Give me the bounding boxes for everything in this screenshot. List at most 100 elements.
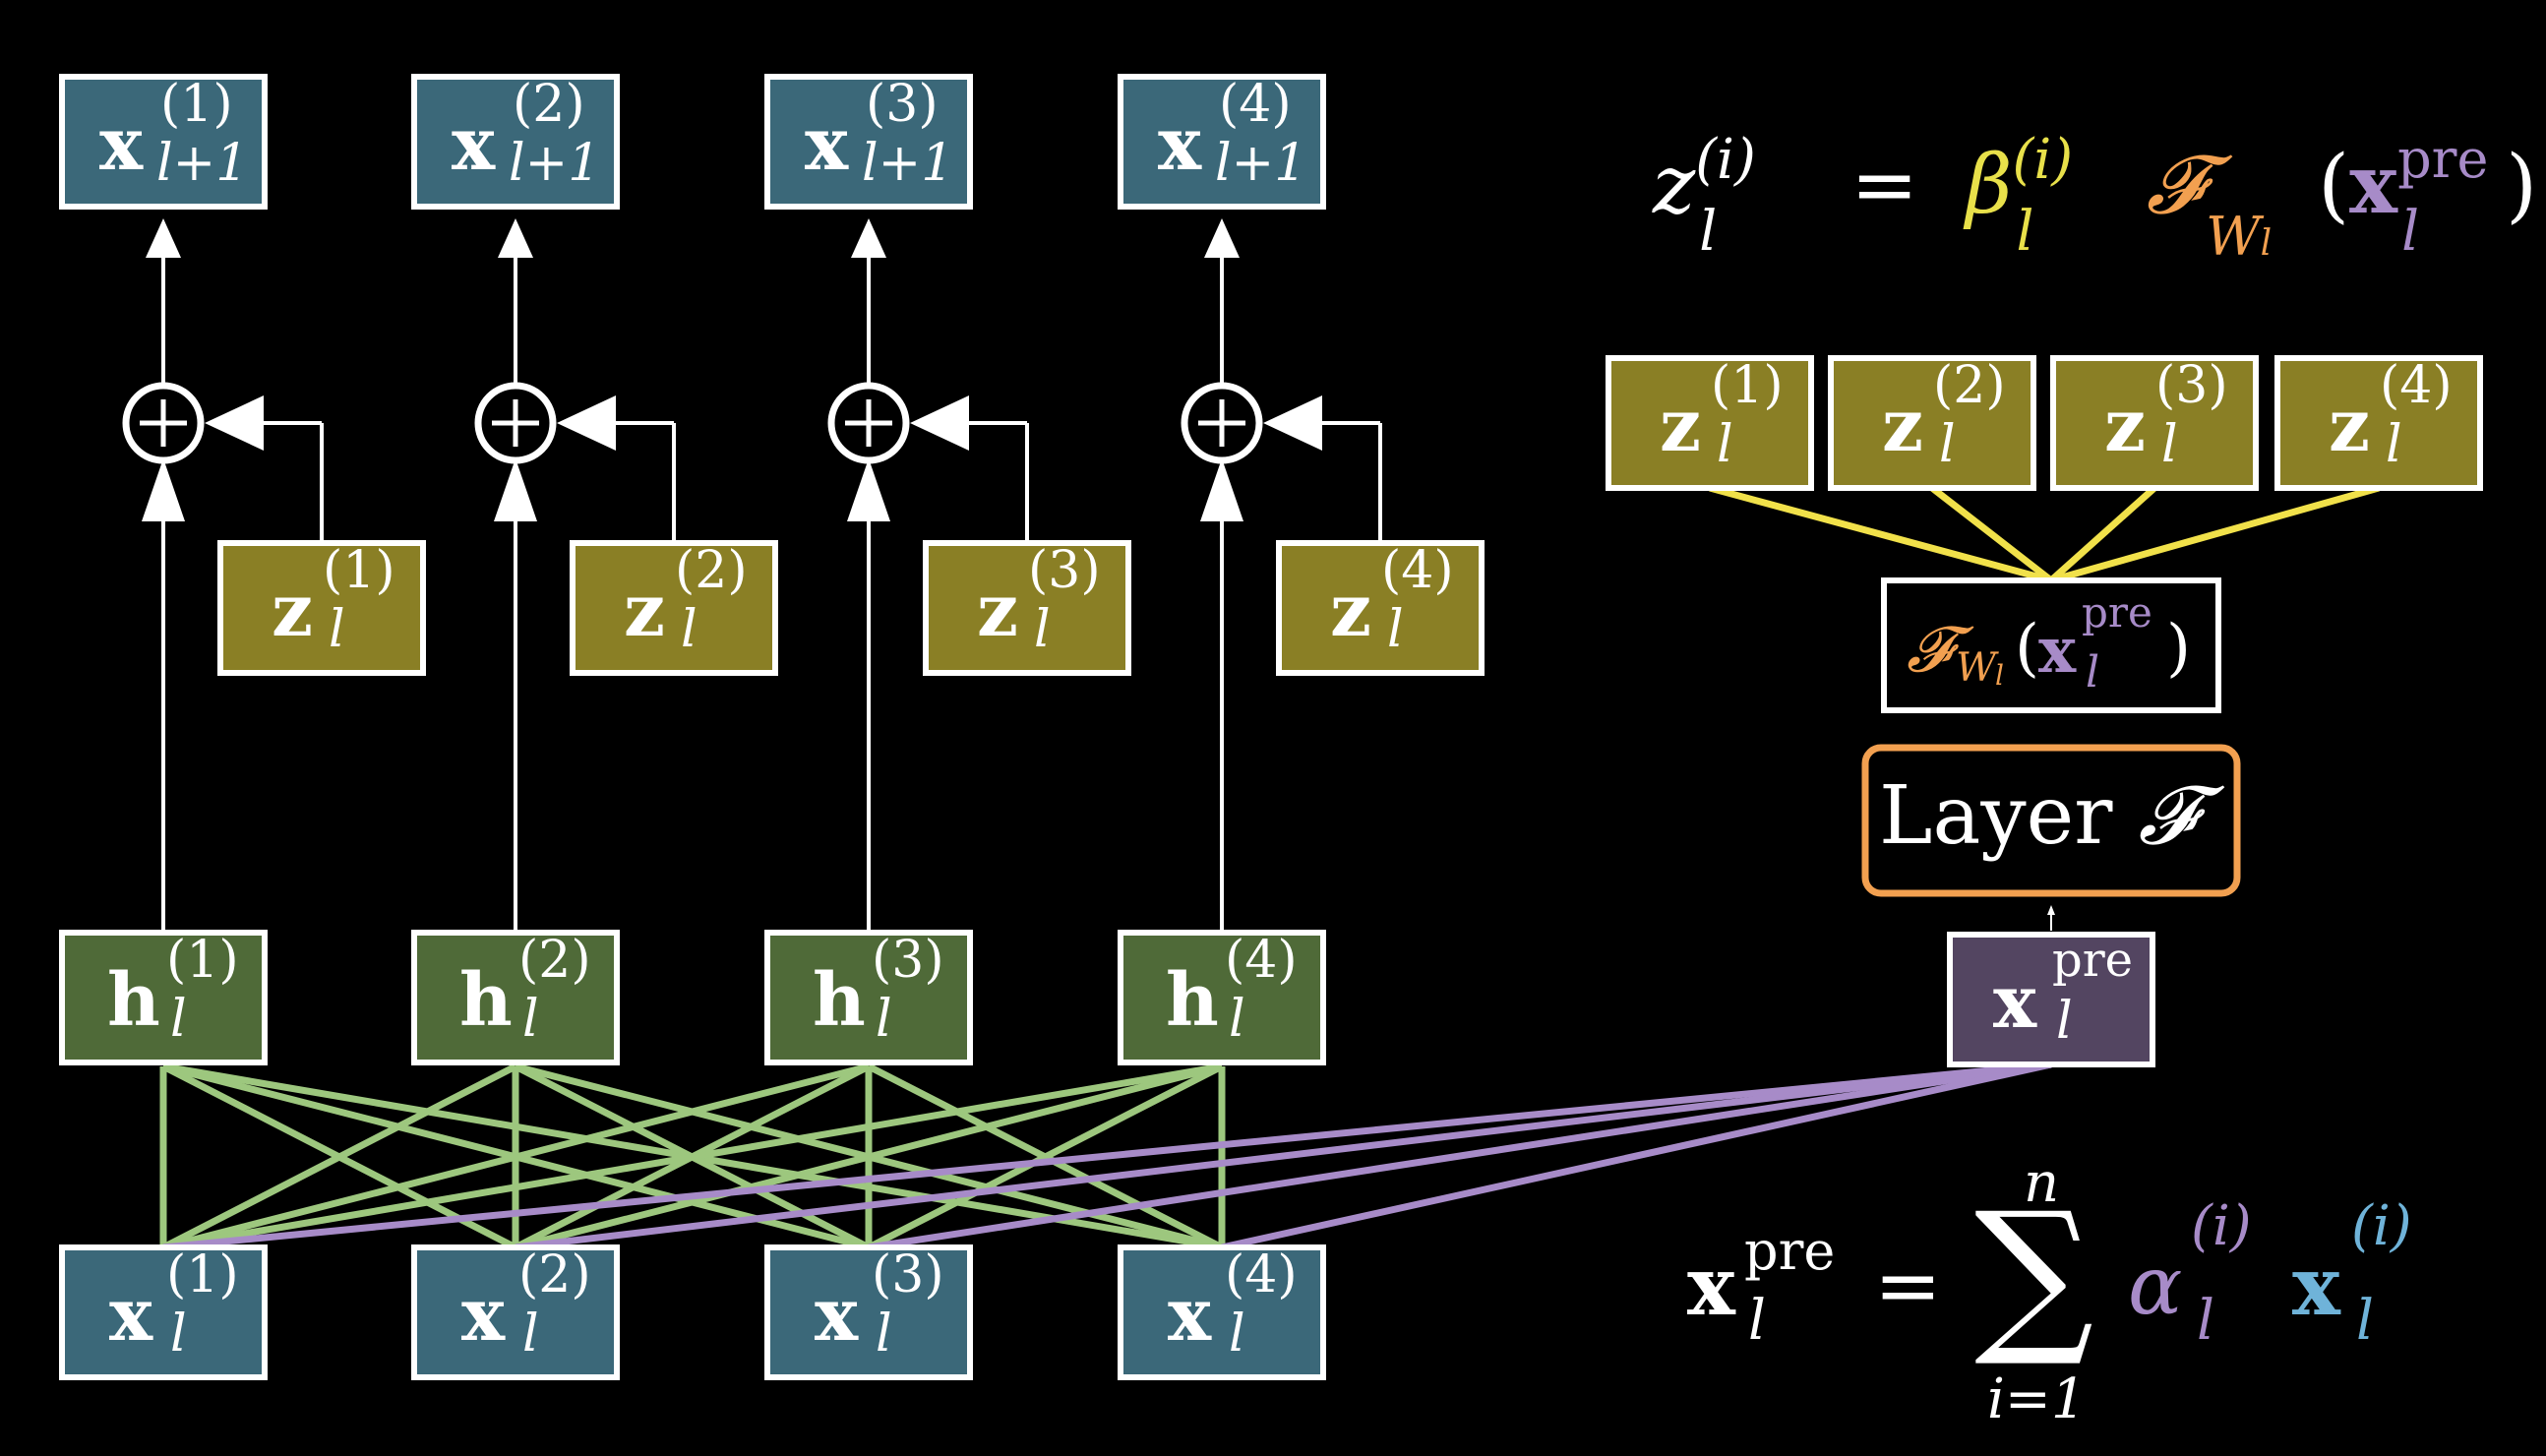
formula-beta: β (1966, 139, 2013, 232)
z-out-label-3-sup: (3) (2155, 356, 2228, 415)
h-label-4-sub: l (1229, 990, 1245, 1049)
z-box (1276, 540, 1485, 676)
x-box (59, 1244, 268, 1380)
x-next-label-3: x(3)l+1 (775, 75, 962, 201)
split-line (1709, 484, 2052, 584)
pre-formula: x pre l = ∑ n i=1 α (i) l x (i) l (1687, 1151, 2494, 1446)
x-next-label-1: x(1)l+1 (70, 75, 257, 201)
z-label-3: z(3)l (934, 541, 1121, 667)
z-box (570, 540, 778, 676)
pre-formula-x-sup: pre (1744, 1220, 1836, 1282)
x-label-4: x(4)l (1128, 1245, 1315, 1371)
agg-line (515, 1061, 2052, 1251)
output-arrow-up (146, 218, 181, 258)
residual-arrow-up (1200, 458, 1243, 521)
formula-rparen: ) (2506, 139, 2538, 232)
pre-formula-xi: x (2292, 1240, 2340, 1334)
z-out-label-2-sub: l (1939, 415, 1956, 474)
z-arrow-left (910, 395, 969, 451)
h-label-1: h(1)l (70, 931, 257, 1057)
layer-word: Layer (1879, 769, 2113, 863)
z-out-label-4: z(4)l (2285, 356, 2472, 482)
pre-formula-alpha-sup: (i) (2191, 1194, 2252, 1258)
formula-lparen: ( (2318, 139, 2350, 232)
formula-x: x (2349, 138, 2398, 232)
x-next-label-2-letter: x (452, 102, 496, 187)
x-next-label-3-sup: (3) (866, 75, 939, 134)
pre-box (1947, 932, 2155, 1067)
formula-z-sup: (i) (1695, 128, 1756, 192)
x-next-label-1-sub: l+1 (156, 134, 249, 193)
h-box (764, 930, 973, 1065)
sum-symbol: ∑ (1974, 1177, 2094, 1371)
agg-line (162, 1061, 2052, 1251)
z-label-2-sup: (2) (675, 541, 748, 600)
z-out-label-3: z(3)l (2061, 356, 2248, 482)
h-label-2-sup: (2) (518, 931, 591, 990)
z-label-1: z(1)l (228, 541, 415, 667)
formula-z: z (1653, 139, 1696, 232)
layer-F: 𝓕 (2138, 769, 2199, 863)
x-next-box (59, 74, 268, 210)
x-box (411, 1244, 620, 1380)
z-out-label-1: z(1)l (1616, 356, 1803, 482)
z-arrow-left (1263, 395, 1322, 451)
F-symbol: 𝓕 (1907, 614, 1954, 687)
F-x-sub: l (2086, 647, 2100, 698)
mix-line (515, 1062, 1223, 1251)
z-out-label-4-sup: (4) (2380, 356, 2453, 415)
pre-formula-alpha-sub: l (2197, 1289, 2214, 1353)
z-arrow-left (205, 395, 264, 451)
x-next-label-2-sup: (2) (513, 75, 585, 134)
F-lparen: ( (2015, 612, 2039, 685)
x-next-label-4-sup: (4) (1219, 75, 1292, 134)
h-label-2: h(2)l (422, 931, 609, 1057)
formula-equals: = (1850, 139, 1918, 232)
z-out-label-1-sup: (1) (1711, 356, 1784, 415)
pre-label-sup: pre (2052, 933, 2134, 988)
formula-W-sub: l (2260, 223, 2273, 264)
h-label-3-sub: l (876, 990, 892, 1049)
z-label-4-sup: (4) (1381, 541, 1454, 600)
z-out-label-2: z(2)l (1839, 356, 2026, 482)
mix-line (867, 1062, 1224, 1251)
z-box (923, 540, 1131, 676)
pre-label-sub: l (2056, 992, 2073, 1051)
F-sub-W: W (1956, 645, 1997, 691)
x-label-2-letter: x (461, 1273, 506, 1358)
z-out-label-4-letter: z (2329, 384, 2371, 468)
x-label-3-sub: l (876, 1304, 892, 1364)
z-out-label-2-sup: (2) (1933, 356, 2006, 415)
h-label-2-letter: h (459, 958, 513, 1043)
z-out-box (2050, 355, 2259, 491)
x-next-label-2-sub: l+1 (509, 134, 601, 193)
z-out-label-4-sub: l (2386, 415, 2402, 474)
F-output-box (1881, 577, 2221, 713)
x-label-3-sup: (3) (872, 1245, 944, 1304)
residual-arrows (122, 218, 2055, 933)
z-label-2-sub: l (681, 600, 697, 659)
F-sub-l: l (1995, 659, 2004, 692)
h-label-2-sub: l (522, 990, 539, 1049)
x-label-4-sub: l (1229, 1304, 1245, 1364)
formula-x-sub: l (2401, 200, 2419, 264)
formula-F: 𝓕 (2146, 139, 2207, 232)
agg-line (868, 1061, 2052, 1251)
pre-formula-x: x (1687, 1240, 1735, 1334)
z-arrow-left (557, 395, 616, 451)
pre-formula-xi-sub: l (2356, 1289, 2374, 1353)
z-label-2-letter: z (624, 569, 666, 653)
x-label-1-sub: l (170, 1304, 187, 1364)
z-label-4: z(4)l (1287, 541, 1474, 667)
x-box (1118, 1244, 1326, 1380)
formula-beta-sub: l (2016, 200, 2034, 264)
z-out-label-3-sub: l (2161, 415, 2178, 474)
pre-to-layer-arrow (2047, 905, 2055, 915)
z-label-4-sub: l (1387, 600, 1404, 659)
h-label-3-letter: h (813, 958, 866, 1043)
z-out-label-2-letter: z (1882, 384, 1924, 468)
z-label-1-sup: (1) (323, 541, 395, 600)
